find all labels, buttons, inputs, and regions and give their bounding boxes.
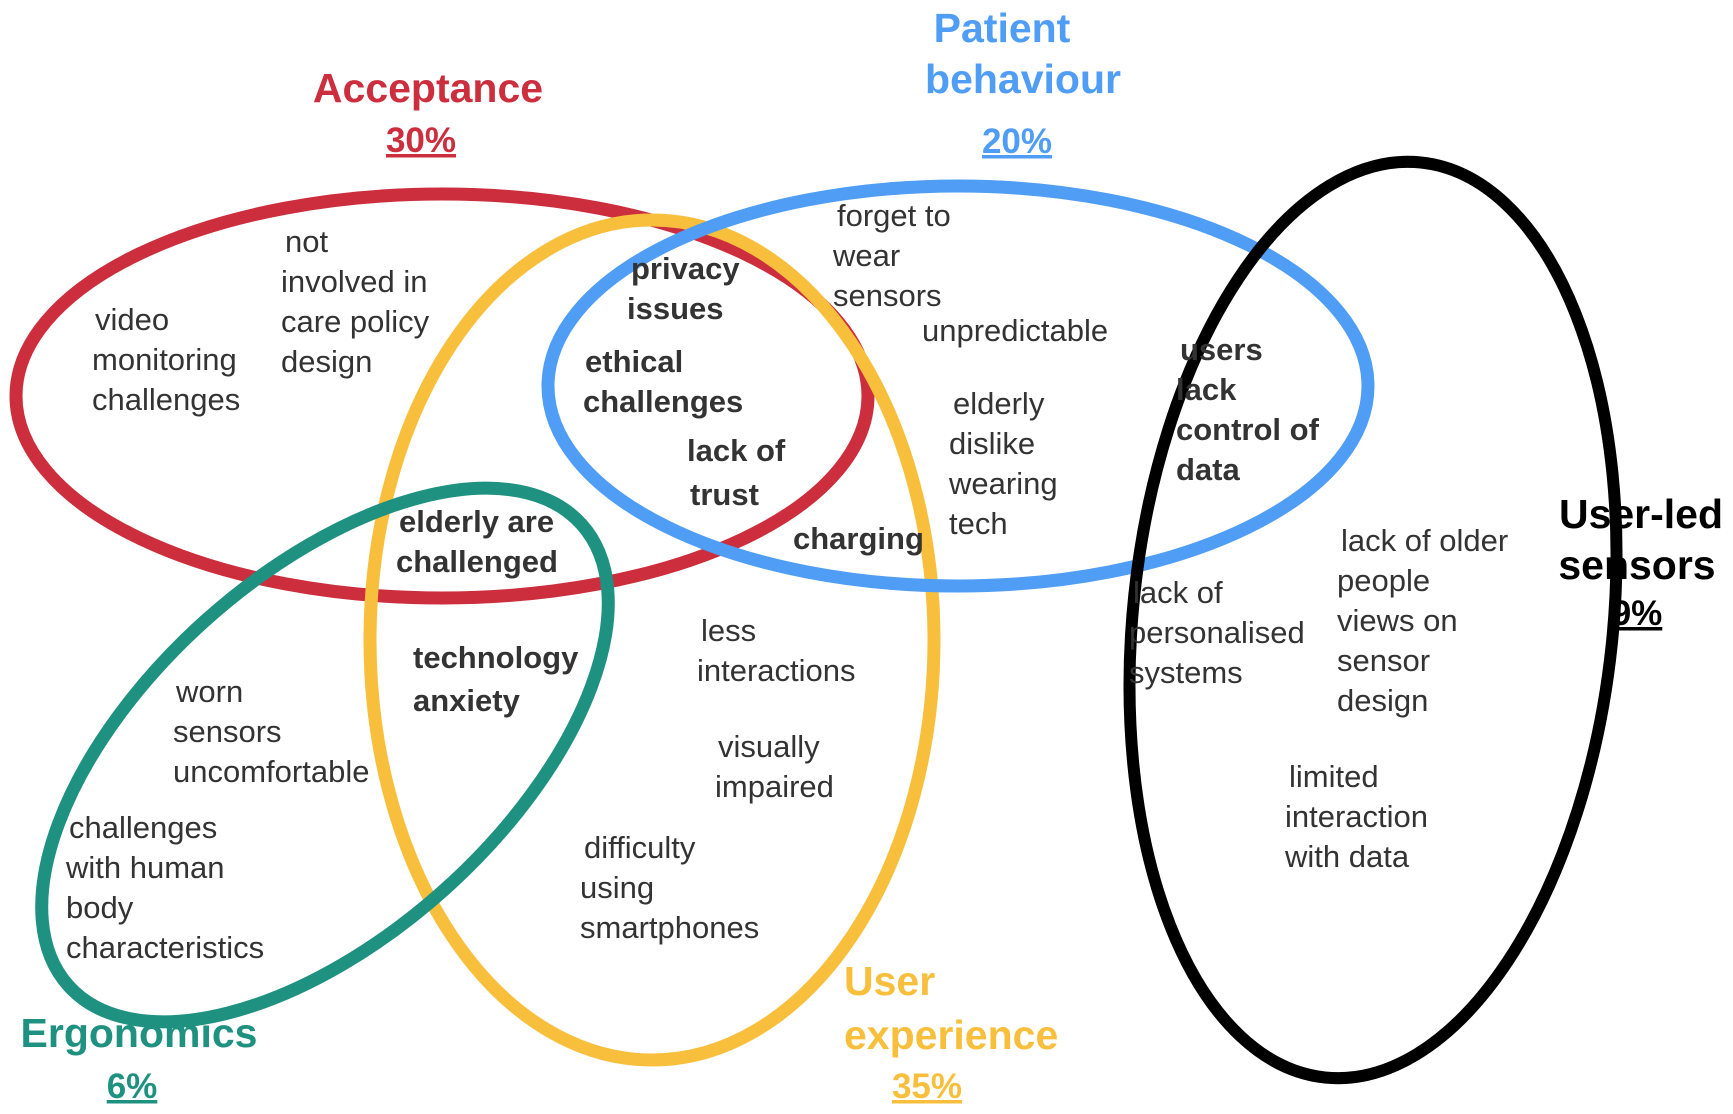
item-elderly-challenged: elderly are challenged <box>396 504 563 579</box>
ergonomics-percent: 6% <box>107 1067 158 1106</box>
user-experience-title-line1: User <box>844 958 935 1004</box>
item-forget-to-wear: forget to wear sensors <box>832 198 959 313</box>
patient-behaviour-ellipse <box>541 179 1375 593</box>
item-elderly-dislike: elderly dislike wearing tech <box>948 386 1066 541</box>
user-led-sensors-percent: 9% <box>1612 594 1663 633</box>
item-visually-impaired: visually impaired <box>715 729 834 804</box>
item-technology-anxiety: technology anxiety <box>413 640 587 718</box>
item-ethical-challenges: ethical challenges <box>583 344 743 419</box>
patient-behaviour-title-line1: Patient <box>934 5 1071 51</box>
item-limited-interaction: limited interaction with data <box>1284 759 1437 874</box>
user-experience-ellipse <box>363 213 941 1067</box>
item-worn-sensors: worn sensors uncomfortable <box>173 674 369 789</box>
item-lack-older-views: lack of older people views on sensor des… <box>1337 523 1517 718</box>
user-led-sensors-title-line1: User-led <box>1559 491 1723 537</box>
item-privacy-issues: privacy issues <box>627 251 748 326</box>
ergonomics-title: Ergonomics <box>21 1010 258 1056</box>
acceptance-title: Acceptance <box>313 65 543 111</box>
item-lack-personalised: lack of personalised systems <box>1129 575 1313 690</box>
item-human-body: challenges with human body characteristi… <box>65 810 264 965</box>
item-video-monitoring: video monitoring challenges <box>92 302 245 417</box>
patient-behaviour-percent: 20% <box>982 122 1052 161</box>
user-experience-title-line2: experience <box>844 1012 1058 1058</box>
item-charging: charging <box>793 521 924 556</box>
patient-behaviour-title-line2: behaviour <box>925 56 1121 102</box>
item-users-lack-control: users lack control of data <box>1176 332 1328 487</box>
item-less-interactions: less interactions <box>697 613 856 688</box>
acceptance-ellipse <box>9 187 875 605</box>
ergonomics-ellipse <box>35 481 615 1029</box>
acceptance-percent: 30% <box>386 121 456 160</box>
item-unpredictable: unpredictable <box>922 313 1108 348</box>
user-led-sensors-title-line2: sensors <box>1558 542 1715 588</box>
user-experience-percent: 35% <box>892 1067 962 1106</box>
user-led-sensors-ellipse <box>1123 155 1623 1085</box>
item-not-involved: not involved in care policy design <box>281 224 438 379</box>
item-difficulty-smartphones: difficulty using smartphones <box>580 830 759 945</box>
item-lack-of-trust: lack of trust <box>687 433 794 512</box>
